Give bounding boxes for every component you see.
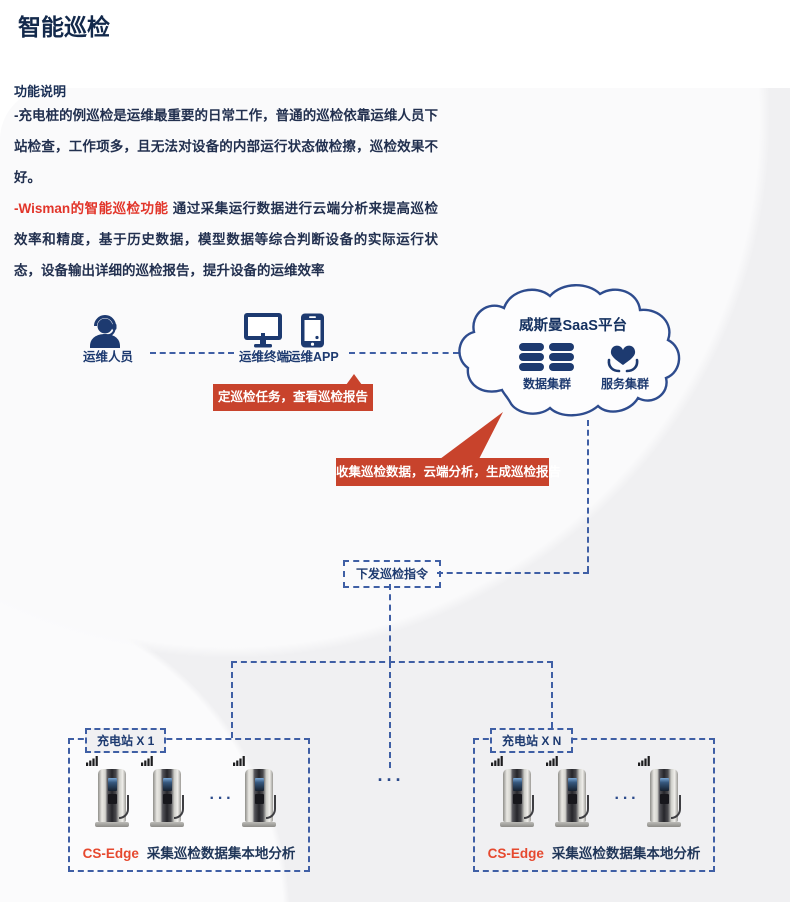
pile-screen [108,778,117,791]
connector-dispatch-right [437,572,589,574]
more-piles-ellipsis: ··· [614,790,640,807]
connector-dispatch-down [389,584,391,662]
pile-cable [579,795,589,819]
pile-base [647,822,681,827]
pile-base [95,822,129,827]
callout-collect: 收集巡检数据，云端分析，生成巡检报告 [336,458,561,486]
terminal-label: 运维终端 [238,350,289,364]
station-box-n: 充电站 X N ··· CS-Edge 采集巡检数据集本地分析 [473,728,715,872]
ops-person-label: 运维人员 [82,350,133,364]
signal-icon [546,756,558,766]
pile-panel [513,794,522,804]
cloud-title: 威斯曼SaaS平台 [519,318,627,334]
terminal-icon [244,313,282,348]
charging-pile [233,756,276,829]
more-stations-ellipsis: ··· [377,770,405,790]
section-heading: 功能说明 [14,84,67,99]
intro-text: -充电桩的例巡检是运维最重要的日常工作，普通的巡检依靠运维人员下站检查，工作项多… [14,100,438,286]
pile-cable [174,795,184,819]
pile-screen [163,778,172,791]
wisman-highlight: -Wisman的智能巡检功能 [14,201,169,216]
pile-base [150,822,184,827]
data-cluster-label: 数据集群 [522,377,571,391]
signal-icon [141,756,153,766]
signal-icon [86,756,98,766]
pile-panel [660,794,669,804]
pile-cable [266,795,276,819]
pile-base [500,822,534,827]
dispatch-box: 下发巡检指令 [343,560,441,588]
pile-screen [660,778,669,791]
signal-icon [233,756,245,766]
station-caption: CS-Edge 采集巡检数据集本地分析 [475,842,713,862]
charging-pile [141,756,184,829]
edge-name: CS-Edge [82,846,139,861]
background-card [0,88,790,902]
connector-app-cloud [349,352,459,354]
connector-branch [231,661,553,663]
pile-base [242,822,276,827]
station-box-1: 充电站 X 1 ··· CS-Edge 采集巡检数据集本地分析 [68,728,310,872]
pile-panel [163,794,172,804]
station-label: 充电站 X 1 [85,728,167,753]
pile-screen [255,778,264,791]
pile-screen [513,778,522,791]
app-label: 运维APP [288,350,339,364]
intro-paragraph-2: -Wisman的智能巡检功能 通过采集运行数据进行云端分析来提高巡检效率和精度，… [14,193,438,286]
pile-base [555,822,589,827]
signal-icon [491,756,503,766]
connector-person-terminal [150,352,234,354]
station-desc: 采集巡检数据集本地分析 [146,846,296,861]
connector-branch-center [389,662,391,768]
pile-cable [119,795,129,819]
app-icon [301,313,324,348]
pile-cable [671,795,681,819]
more-piles-ellipsis: ··· [209,790,235,807]
heart-hands-icon [607,345,639,373]
intro-paragraph-2-rest: 通过采集运行数据进行云端分析来提高巡检效率和精度，基于历史数据，模型数据等综合判… [14,201,438,278]
connector-branch-left [231,662,233,738]
callout-collect-beam [440,412,503,459]
charging-pile [638,756,681,829]
station-desc: 采集巡检数据集本地分析 [551,846,701,861]
database-cluster-icon [519,343,574,371]
pile-panel [108,794,117,804]
edge-name: CS-Edge [487,846,544,861]
callout-task-pointer [346,374,362,385]
charging-pile [491,756,534,829]
connector-branch-right [551,662,553,728]
callout-task: 定巡检任务，查看巡检报告 [213,384,373,411]
intro-paragraph-1: -充电桩的例巡检是运维最重要的日常工作，普通的巡检依靠运维人员下站检查，工作项多… [14,108,438,185]
ops-person-icon [90,315,120,348]
pile-panel [568,794,577,804]
pile-screen [568,778,577,791]
pile-panel [255,794,264,804]
pile-cable [524,795,534,819]
connector-cloud-down [587,420,589,572]
charging-pile [86,756,129,829]
signal-icon [638,756,650,766]
station-label: 充电站 X N [490,728,574,753]
charging-pile [546,756,589,829]
page-title: 智能巡检 [18,14,110,40]
service-cluster-label: 服务集群 [600,377,649,391]
station-caption: CS-Edge 采集巡检数据集本地分析 [70,842,308,862]
